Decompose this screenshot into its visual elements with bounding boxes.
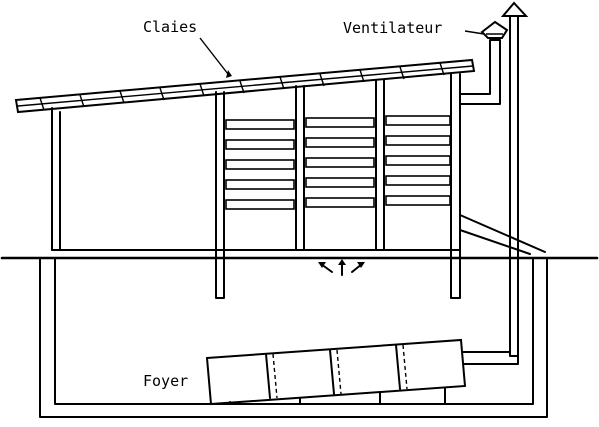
airflow-arrows-icon xyxy=(318,259,365,276)
underground-duct xyxy=(39,257,548,418)
roof xyxy=(14,58,476,114)
label-foyer: Foyer xyxy=(143,372,188,390)
label-leaders xyxy=(199,30,485,78)
chimney xyxy=(500,1,529,357)
drying-racks xyxy=(225,115,451,210)
building-frame xyxy=(51,73,546,299)
label-claies: Claies xyxy=(143,18,197,36)
ventilator-duct xyxy=(459,20,509,105)
furnace xyxy=(205,338,519,406)
label-ventilateur: Ventilateur xyxy=(343,19,442,37)
